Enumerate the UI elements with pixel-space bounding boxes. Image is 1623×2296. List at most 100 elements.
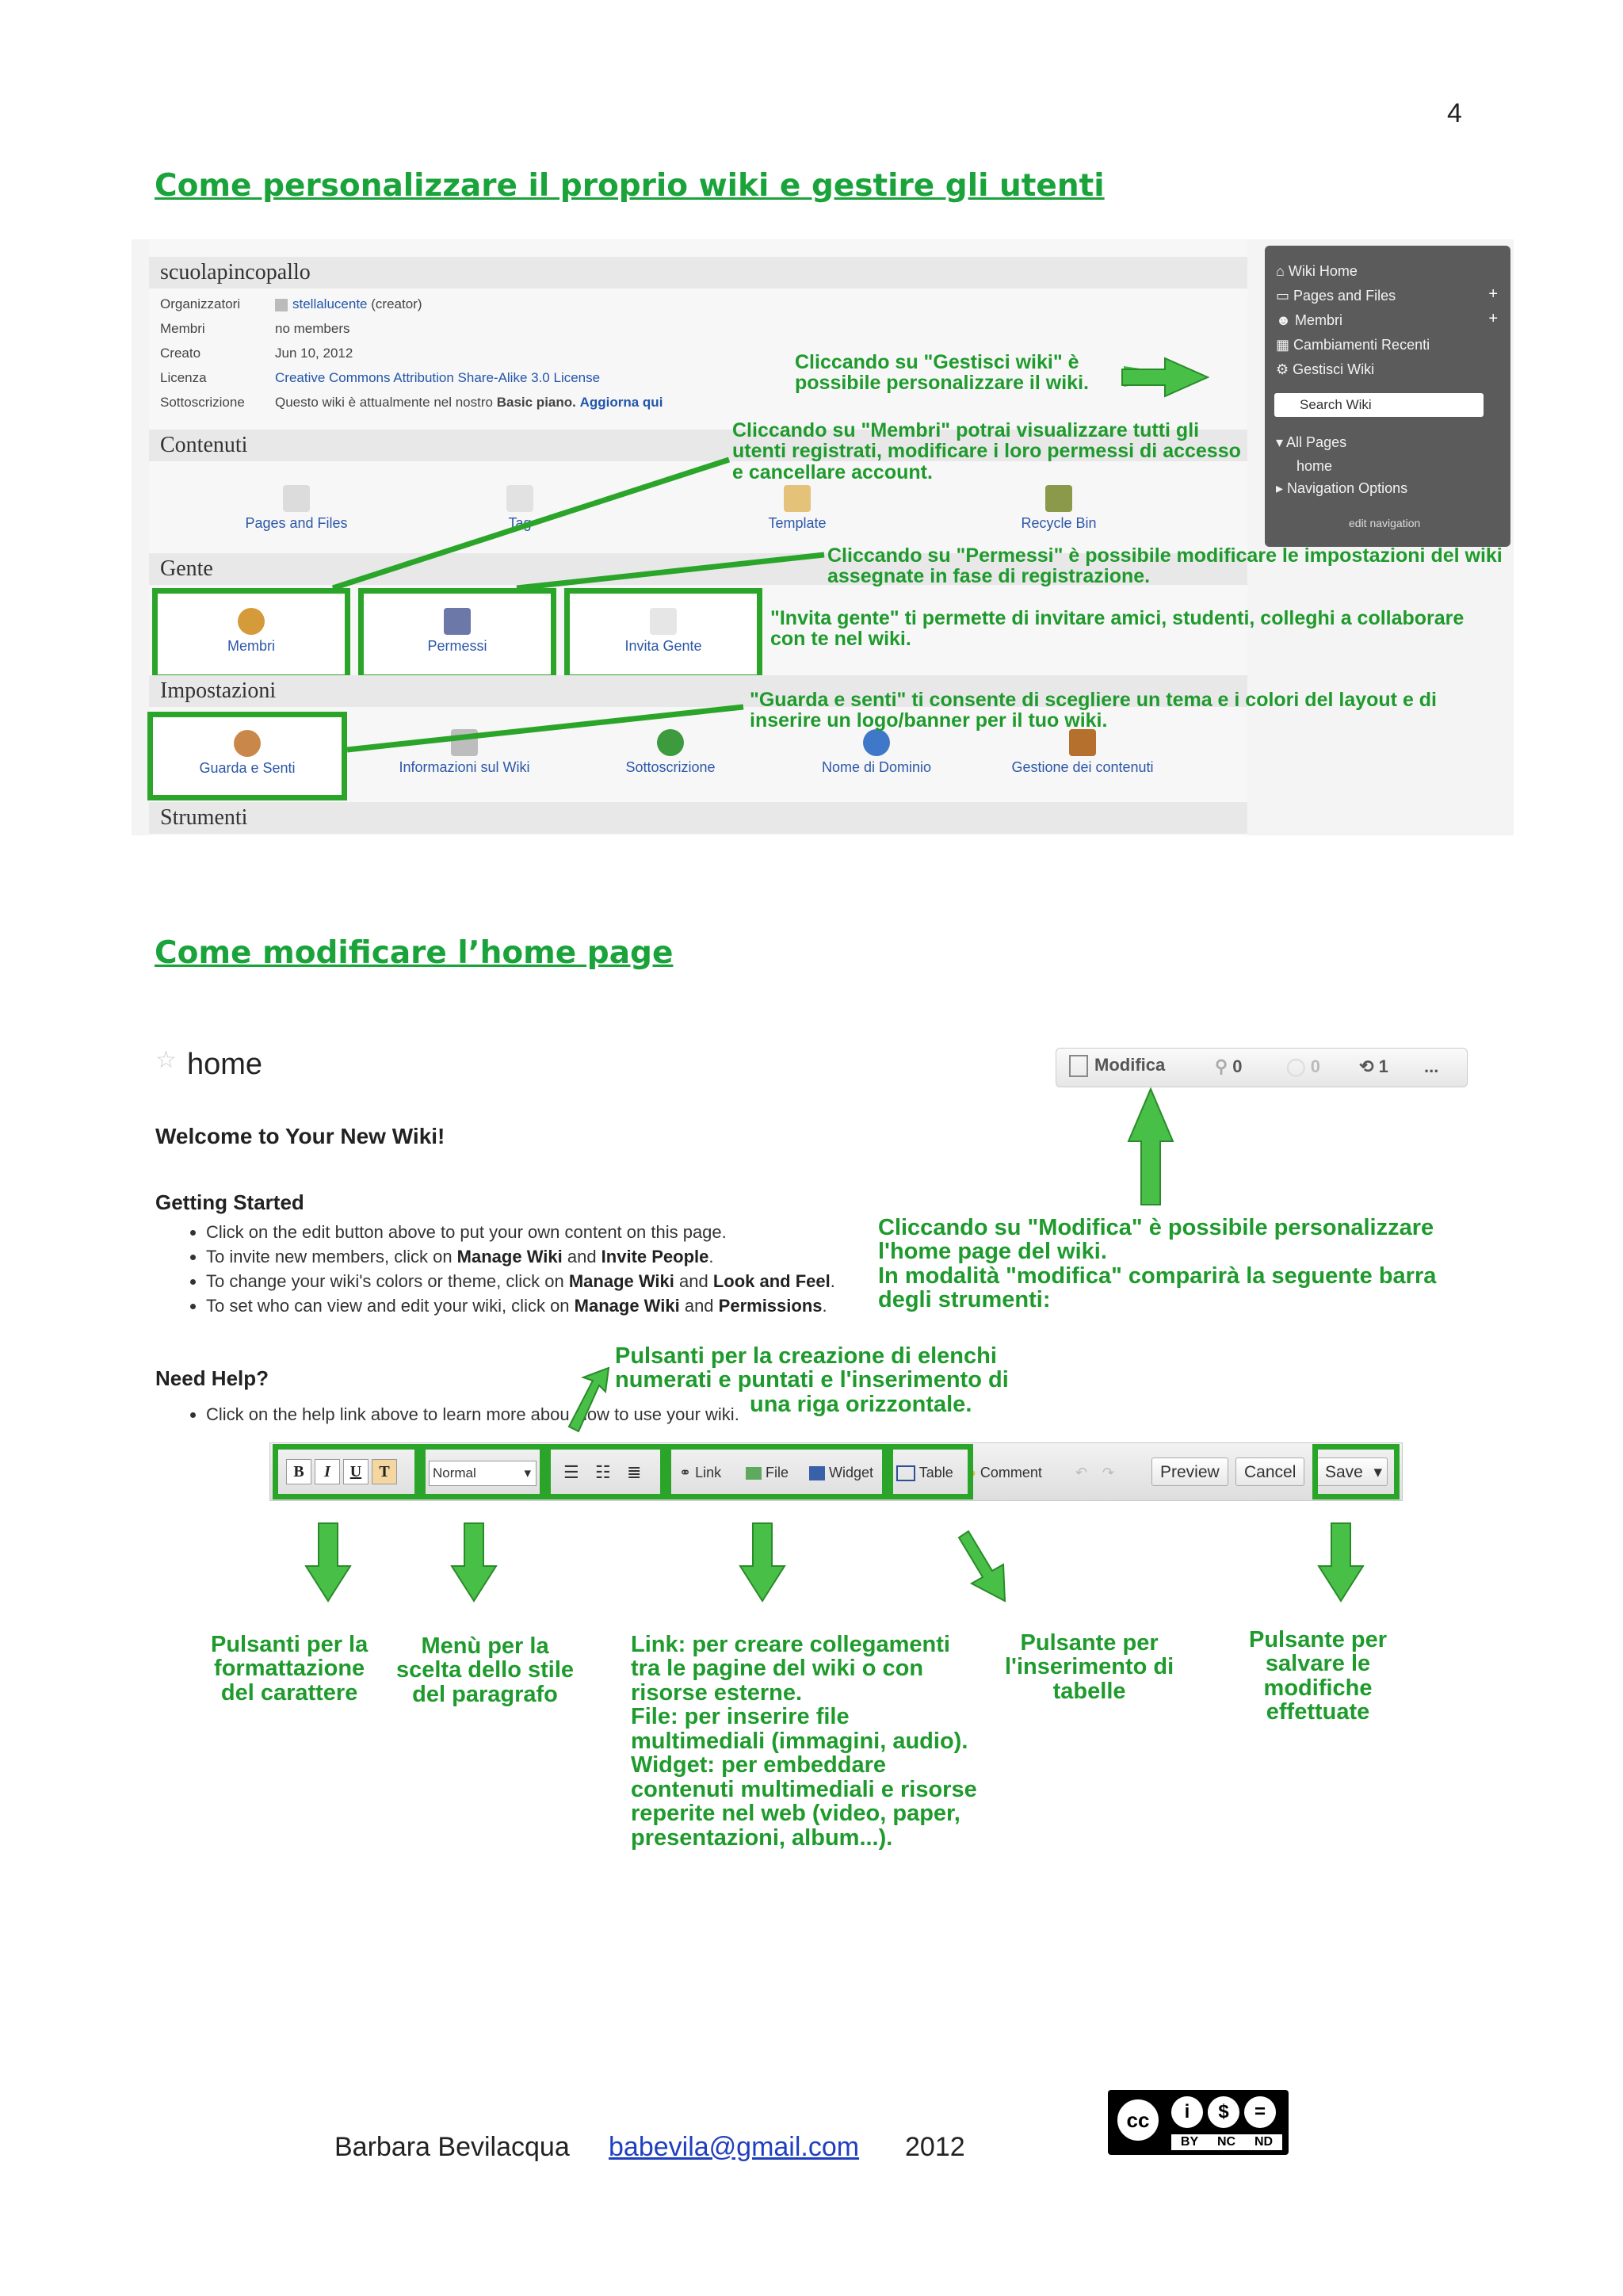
tile-invita-gente[interactable]: Invita Gente bbox=[564, 588, 762, 680]
arrow-down-icon bbox=[1317, 1522, 1365, 1603]
tile-info-wiki[interactable]: Informazioni sul Wiki bbox=[369, 729, 559, 776]
search-input[interactable]: Search Wiki bbox=[1274, 393, 1484, 417]
history-count[interactable]: ⟲ 1 bbox=[1359, 1056, 1388, 1076]
preview-button[interactable]: Preview bbox=[1151, 1457, 1228, 1486]
cc-icon: cc bbox=[1114, 2096, 1162, 2144]
table-icon bbox=[896, 1465, 915, 1482]
help-list: Click on the help link above to learn mo… bbox=[171, 1404, 739, 1425]
plus-icon[interactable]: + bbox=[1488, 285, 1498, 303]
star-icon[interactable]: ☆ bbox=[155, 1047, 177, 1073]
upgrade-link[interactable]: Aggiorna qui bbox=[579, 395, 663, 410]
undo-icon[interactable]: ↶ bbox=[1075, 1465, 1088, 1480]
arrow-down-icon bbox=[739, 1522, 786, 1603]
sidebar-home[interactable]: home bbox=[1296, 458, 1333, 474]
tile-sottoscrizione[interactable]: Sottoscrizione bbox=[591, 729, 750, 776]
sidebar-item-pages-files[interactable]: ▭ Pages and Files bbox=[1276, 288, 1396, 304]
sidebar-item-gestisci-wiki[interactable]: ⚙ Gestisci Wiki bbox=[1276, 361, 1375, 377]
user-icon bbox=[275, 298, 288, 311]
invite-icon bbox=[650, 608, 677, 635]
comment-icon: ◯ bbox=[1286, 1056, 1306, 1076]
numbered-list-button[interactable]: ☰ bbox=[563, 1462, 579, 1482]
arrow-down-icon bbox=[304, 1522, 352, 1603]
highlight-link-file-widget bbox=[666, 1444, 888, 1499]
edit-button[interactable]: Modifica bbox=[1069, 1055, 1165, 1078]
section-impostazioni: Impostazioni bbox=[149, 675, 1247, 707]
note-invita: "Invita gente" ti permette di invitare a… bbox=[770, 607, 1465, 651]
links-count[interactable]: ⚲ 0 bbox=[1215, 1056, 1243, 1076]
sidebar-item-recent-changes[interactable]: ▦ Cambiamenti Recenti bbox=[1276, 337, 1430, 353]
sidebar-nav-options[interactable]: ▸ Navigation Options bbox=[1276, 480, 1408, 496]
sidebar-item-membri[interactable]: ☻ Membri bbox=[1276, 312, 1342, 328]
organizer-link[interactable]: stellalucente bbox=[292, 296, 368, 311]
table-button[interactable]: Table bbox=[896, 1461, 953, 1484]
license-link[interactable]: Creative Commons Attribution Share-Alike… bbox=[275, 370, 601, 385]
arrow-up-icon bbox=[567, 1366, 610, 1433]
sidebar-all-pages[interactable]: ▾ All Pages bbox=[1276, 434, 1347, 450]
recycle-bin-icon bbox=[1045, 485, 1072, 512]
wiki-name: scuolapincopallo bbox=[149, 257, 1247, 288]
editor-toolbar: B I U T Normal▾ ☰ ☷ ≣ ⚭ Link File Widget… bbox=[269, 1442, 1403, 1501]
link-icon: ⚭ bbox=[679, 1465, 692, 1480]
tile-gestione-contenuti[interactable]: Gestione dei contenuti bbox=[995, 729, 1170, 776]
paragraph-style-select[interactable]: Normal▾ bbox=[429, 1461, 537, 1486]
tile-guarda-senti[interactable]: Guarda e Senti bbox=[147, 712, 347, 800]
wiki-sidebar: ⌂ Wiki Home ▭ Pages and Files + ☻ Membri… bbox=[1265, 246, 1510, 547]
tile-template[interactable]: Template bbox=[726, 485, 869, 532]
save-button[interactable]: Save▾ bbox=[1316, 1457, 1388, 1486]
highlight-formatting bbox=[273, 1444, 420, 1499]
members-icon bbox=[238, 608, 265, 635]
link-icon: ⚲ bbox=[1215, 1056, 1228, 1076]
italic-button[interactable]: I bbox=[315, 1459, 340, 1484]
welcome-heading: Welcome to Your New Wiki! bbox=[155, 1124, 445, 1148]
list-item: Click on the help link above to learn mo… bbox=[206, 1404, 739, 1425]
tile-pages-files[interactable]: Pages and Files bbox=[225, 485, 368, 532]
annotation-lines-1 bbox=[331, 357, 1210, 753]
section-strumenti: Strumenti bbox=[149, 802, 1247, 834]
pages-icon bbox=[283, 485, 310, 512]
tile-recycle-bin[interactable]: Recycle Bin bbox=[987, 485, 1130, 532]
note-guarda: "Guarda e senti" ti consente di sceglier… bbox=[750, 689, 1438, 732]
bold-button[interactable]: B bbox=[286, 1459, 311, 1484]
highlight-lists bbox=[545, 1444, 666, 1499]
highlight-table bbox=[888, 1444, 973, 1499]
chevron-down-icon: ▾ bbox=[524, 1465, 531, 1480]
file-button[interactable]: File bbox=[746, 1461, 789, 1484]
redo-icon[interactable]: ↷ bbox=[1102, 1465, 1115, 1480]
palette-icon bbox=[234, 730, 261, 757]
template-icon bbox=[784, 485, 811, 512]
cancel-button[interactable]: Cancel bbox=[1235, 1457, 1305, 1486]
list-item: To invite new members, click on Manage W… bbox=[206, 1247, 835, 1267]
comments-count[interactable]: ◯ 0 bbox=[1286, 1056, 1320, 1076]
widget-button[interactable]: Widget bbox=[809, 1461, 873, 1484]
permissions-icon bbox=[444, 608, 471, 635]
underline-button[interactable]: U bbox=[343, 1459, 369, 1484]
link-button[interactable]: ⚭ Link bbox=[679, 1465, 722, 1480]
text-color-button[interactable]: T bbox=[372, 1459, 397, 1484]
no-dollar-icon: $ bbox=[1208, 2096, 1239, 2128]
list-item: To set who can view and edit your wiki, … bbox=[206, 1296, 835, 1316]
sidebar-item-wiki-home[interactable]: ⌂ Wiki Home bbox=[1276, 263, 1358, 279]
section-title-homepage: Come modificare l’home page bbox=[155, 935, 674, 971]
content-icon bbox=[1069, 729, 1096, 756]
horizontal-rule-button[interactable]: ≣ bbox=[627, 1462, 642, 1482]
footer-year: 2012 bbox=[905, 2132, 965, 2162]
edit-navigation-link[interactable]: edit navigation bbox=[1349, 517, 1421, 529]
more-button[interactable]: ... bbox=[1424, 1056, 1439, 1076]
arrow-down-icon bbox=[957, 1530, 1006, 1603]
history-icon: ⟲ bbox=[1359, 1056, 1374, 1076]
tile-nome-dominio[interactable]: Nome di Dominio bbox=[797, 729, 956, 776]
note-modifica: Cliccando su "Modifica" è possibile pers… bbox=[878, 1215, 1437, 1313]
plus-icon[interactable]: + bbox=[1488, 310, 1498, 327]
bullet-list-button[interactable]: ☷ bbox=[595, 1462, 611, 1482]
footer-email-link[interactable]: babevila@gmail.com bbox=[609, 2132, 860, 2162]
chevron-down-icon: ▾ bbox=[1373, 1463, 1382, 1481]
